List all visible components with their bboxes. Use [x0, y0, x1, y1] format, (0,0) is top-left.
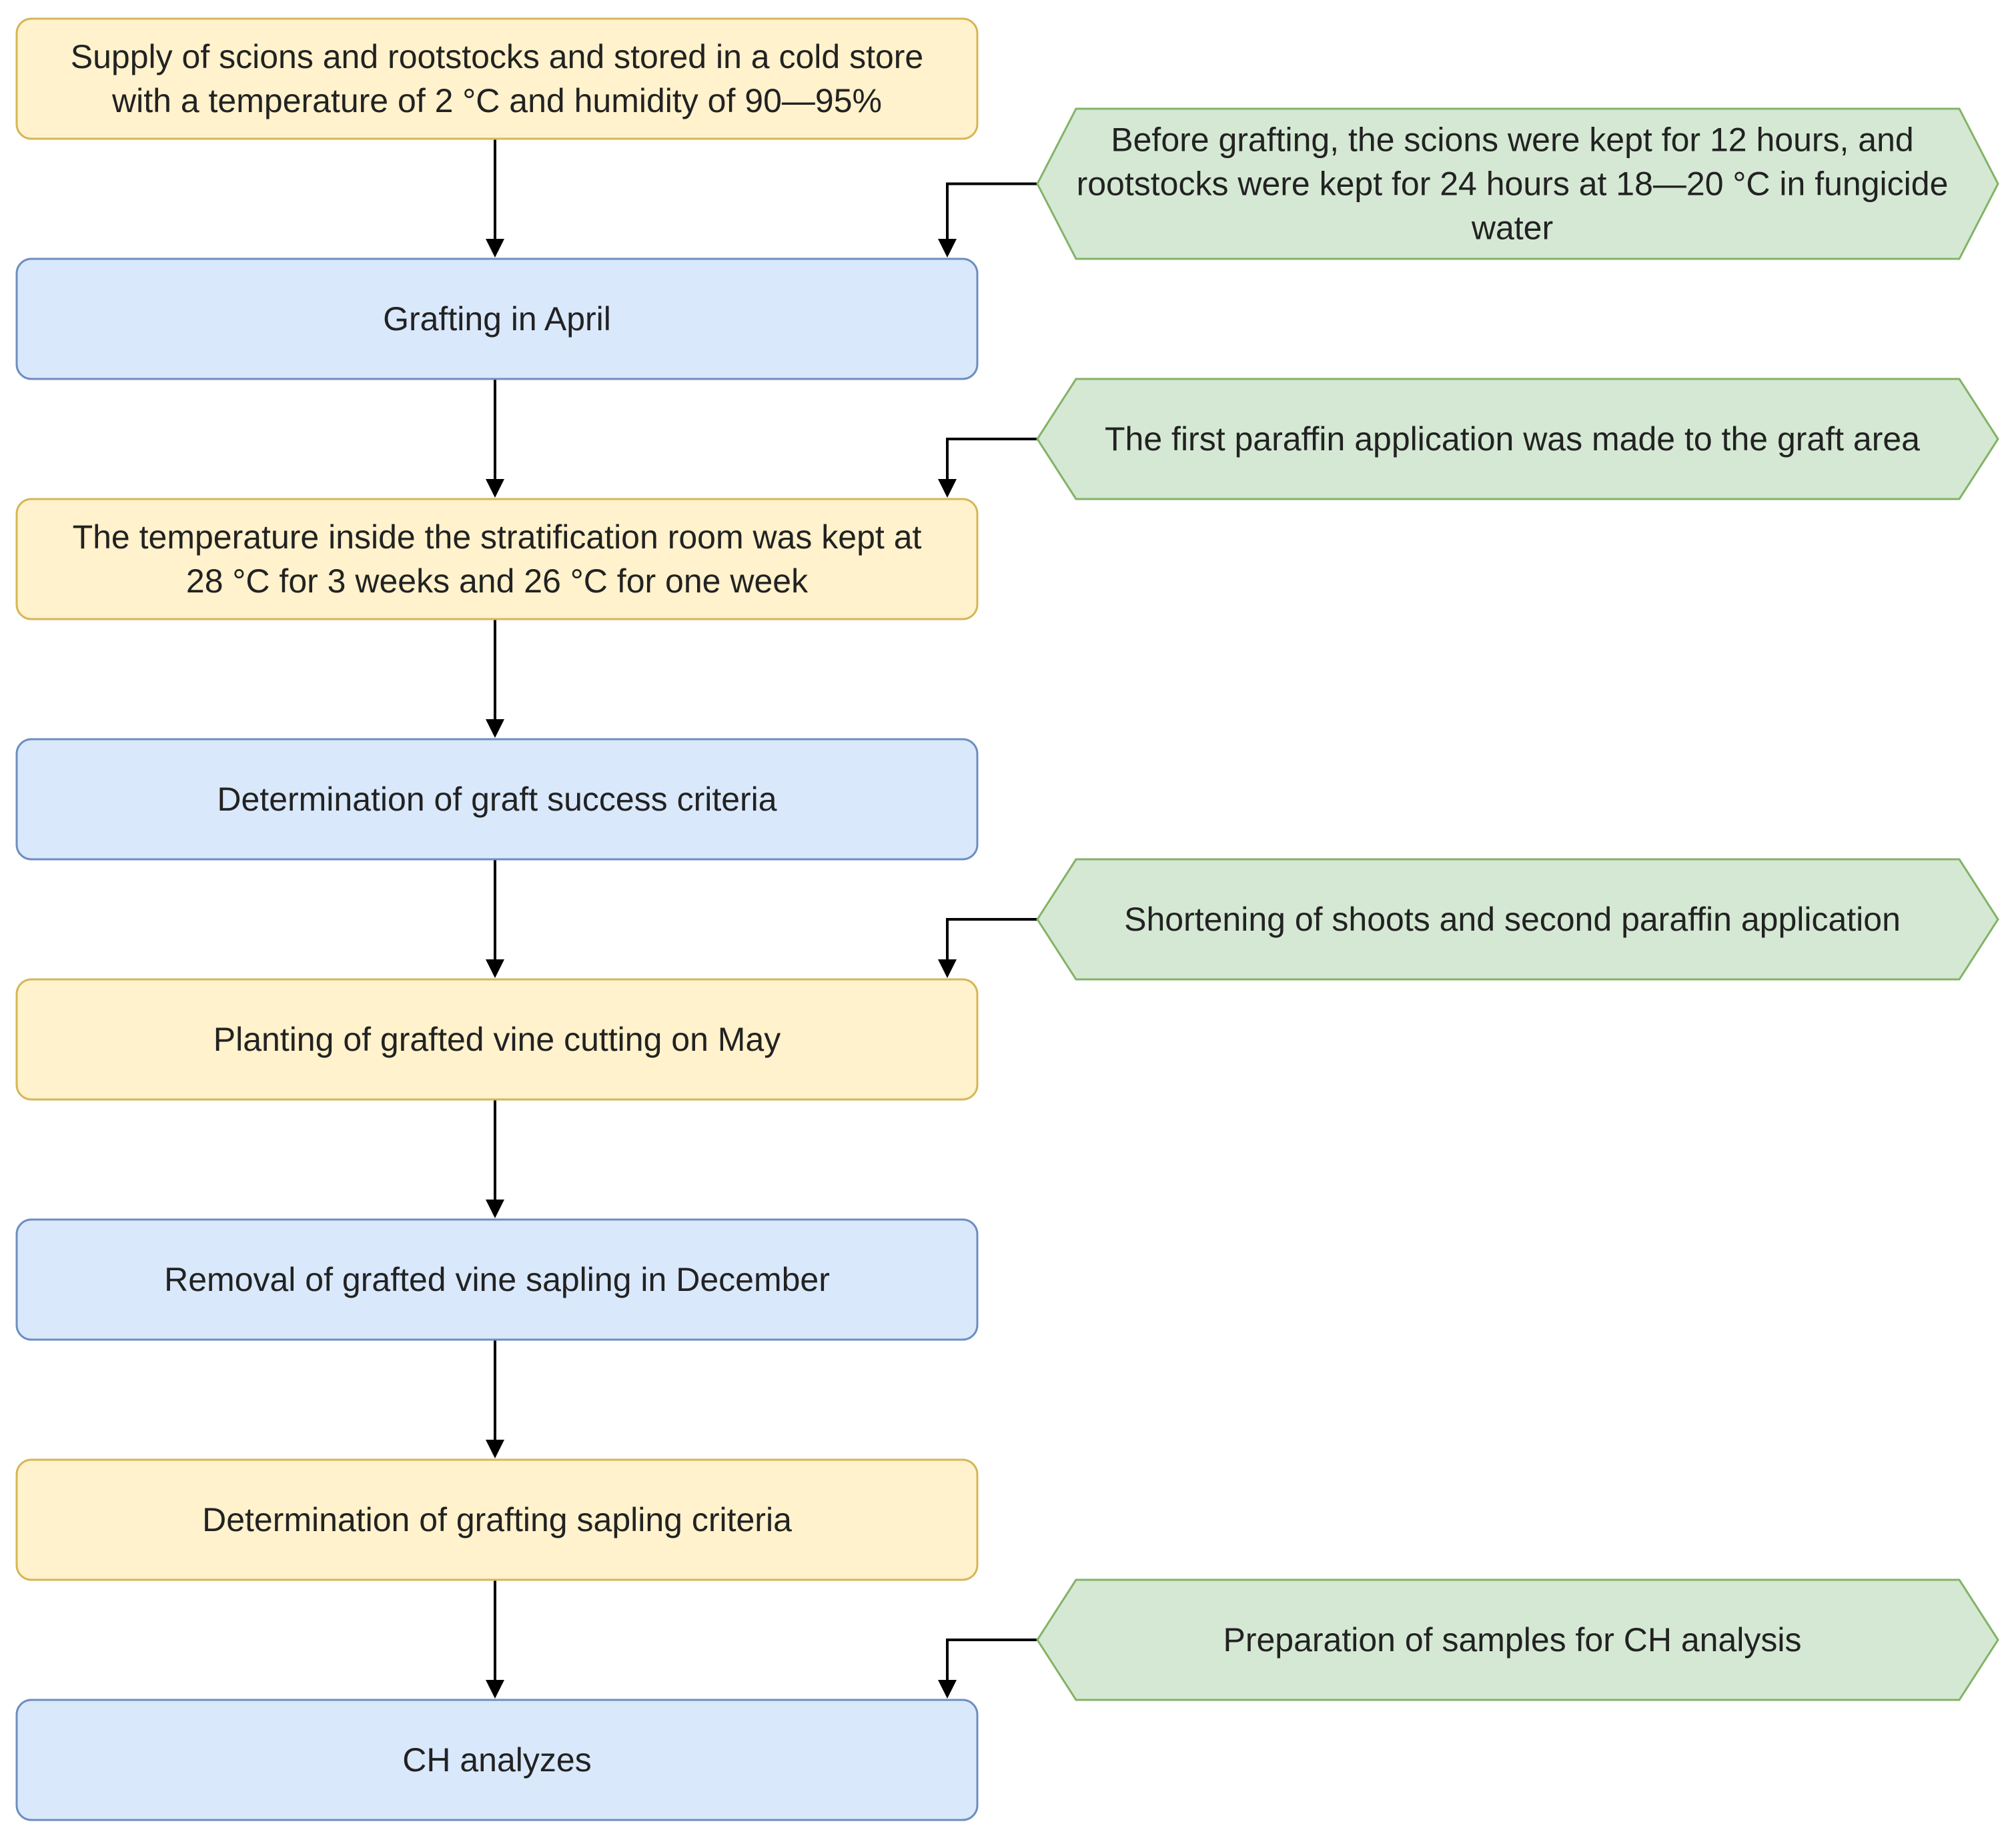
- arrowhead-icon: [938, 959, 957, 978]
- note-shape: [1036, 1578, 1999, 1701]
- step-text-line: The temperature inside the stratificatio…: [73, 518, 922, 556]
- step-shape: [15, 978, 979, 1101]
- step-text-line: Determination of graft success criteria: [217, 781, 777, 818]
- note-shape: [1036, 378, 1999, 500]
- step-box: CH analyzes: [15, 1699, 979, 1821]
- note-connector: [946, 438, 1037, 483]
- arrowhead-icon: [486, 479, 504, 498]
- side-note: Preparation of samples for CH analysis: [1036, 1578, 1999, 1701]
- step-text-line: CH analyzes: [402, 1741, 591, 1779]
- connectors: [486, 139, 1037, 1699]
- arrowhead-icon: [486, 239, 504, 258]
- step-shape: [15, 258, 979, 380]
- step-box: Determination of graft success criteria: [15, 738, 979, 861]
- side-text-line: rootstocks were kept for 24 hours at 18—…: [1077, 165, 1949, 203]
- step-box: Removal of grafted vine sapling in Decem…: [15, 1218, 979, 1341]
- arrowhead-icon: [486, 959, 504, 978]
- step-text-line: Determination of grafting sapling criter…: [202, 1501, 792, 1538]
- step-text-line: Supply of scions and rootstocks and stor…: [71, 38, 924, 75]
- step-shape: [15, 1699, 979, 1821]
- step-text-line: Grafting in April: [383, 300, 611, 338]
- side-notes: Before grafting, the scions were kept fo…: [1036, 107, 1999, 1701]
- step-box: Determination of grafting sapling criter…: [15, 1458, 979, 1581]
- step-box: Grafting in April: [15, 258, 979, 380]
- step-box: Planting of grafted vine cutting on May: [15, 978, 979, 1101]
- step-text-line: with a temperature of 2 °C and humidity …: [111, 82, 882, 119]
- arrowhead-icon: [486, 1680, 504, 1699]
- step-shape: [15, 498, 979, 620]
- step-box: The temperature inside the stratificatio…: [15, 498, 979, 620]
- step-shape: [15, 1218, 979, 1341]
- step-shape: [15, 1458, 979, 1581]
- step-box: Supply of scions and rootstocks and stor…: [15, 17, 979, 140]
- step-text-line: 28 °C for 3 weeks and 26 °C for one week: [186, 562, 809, 600]
- arrowhead-icon: [486, 1200, 504, 1218]
- step-shape: [15, 738, 979, 861]
- note-shape: [1036, 107, 1999, 260]
- side-text-line: Shortening of shoots and second paraffin…: [1124, 901, 1901, 938]
- side-text-line: The first paraffin application was made …: [1105, 420, 1920, 458]
- side-note: Before grafting, the scions were kept fo…: [1036, 107, 1999, 260]
- note-shape: [1036, 858, 1999, 981]
- arrowhead-icon: [938, 479, 957, 498]
- step-shape: [15, 17, 979, 140]
- step-text-line: Removal of grafted vine sapling in Decem…: [164, 1261, 830, 1298]
- note-connector: [946, 918, 1037, 963]
- side-note: Shortening of shoots and second paraffin…: [1036, 858, 1999, 981]
- side-text-line: Preparation of samples for CH analysis: [1223, 1621, 1801, 1659]
- note-connector: [946, 1639, 1037, 1684]
- process-steps: Supply of scions and rootstocks and stor…: [15, 17, 979, 1821]
- side-text-line: water: [1471, 209, 1553, 247]
- arrowhead-icon: [486, 719, 504, 738]
- arrowhead-icon: [938, 1680, 957, 1699]
- note-connector: [946, 182, 1037, 243]
- arrowhead-icon: [938, 239, 957, 258]
- arrowhead-icon: [486, 1440, 504, 1458]
- side-note: The first paraffin application was made …: [1036, 378, 1999, 500]
- step-text-line: Planting of grafted vine cutting on May: [213, 1021, 781, 1058]
- side-text-line: Before grafting, the scions were kept fo…: [1111, 121, 1913, 159]
